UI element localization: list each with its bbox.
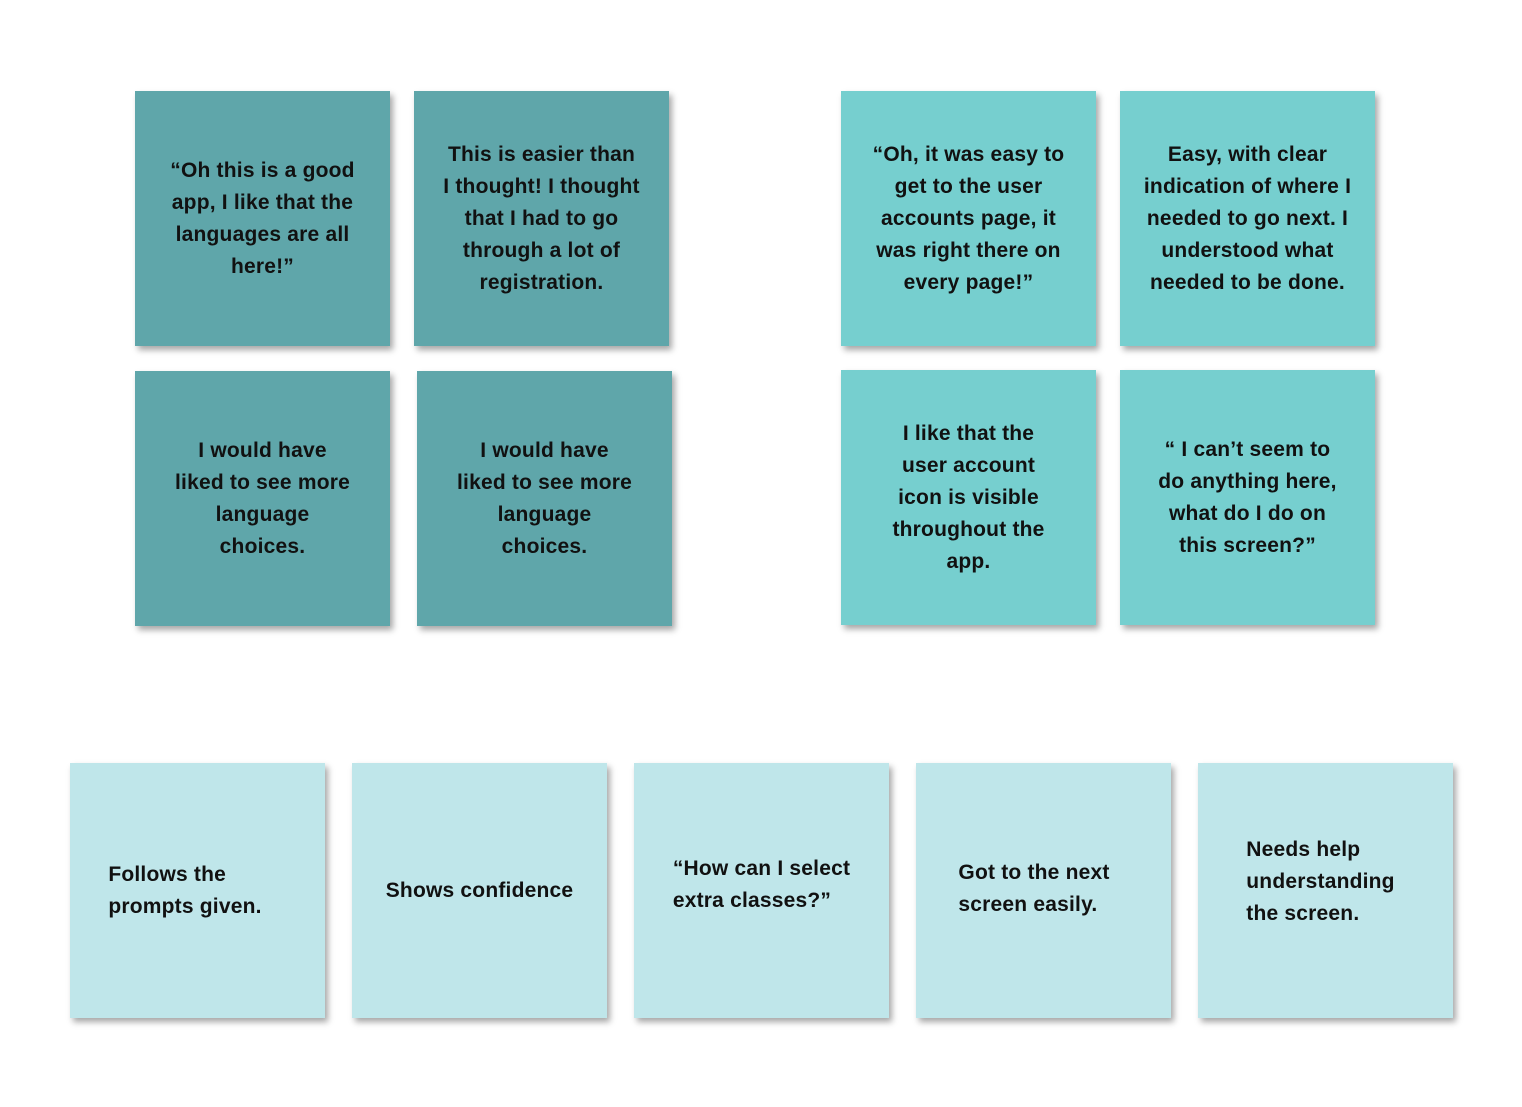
- sticky-note-2: This is easier than I thought! I thought…: [414, 91, 669, 346]
- sticky-note-13: Needs help understanding the screen.: [1198, 763, 1453, 1018]
- sticky-note-4: I would have liked to see more language …: [417, 371, 672, 626]
- note-text: Easy, with clear indication of where I n…: [1143, 142, 1352, 294]
- sticky-note-5: “Oh, it was easy to get to the user acco…: [841, 91, 1096, 346]
- note-text: Needs help understanding the screen.: [1246, 837, 1395, 925]
- note-text: I like that the user account icon is vis…: [892, 421, 1045, 573]
- sticky-note-11: “How can I select extra classes?”: [634, 763, 889, 1018]
- note-text: “ I can’t seem to do anything here, what…: [1158, 437, 1337, 557]
- sticky-note-1: “Oh this is a good app, I like that the …: [135, 91, 390, 346]
- note-text: “Oh this is a good app, I like that the …: [170, 158, 355, 278]
- sticky-note-9: Follows the prompts given.: [70, 763, 325, 1018]
- note-text: “Oh, it was easy to get to the user acco…: [872, 142, 1065, 294]
- note-text: Shows confidence: [385, 878, 574, 902]
- sticky-note-10: Shows confidence: [352, 763, 607, 1018]
- note-text: I would have liked to see more language …: [457, 438, 632, 558]
- sticky-note-7: I like that the user account icon is vis…: [841, 370, 1096, 625]
- note-text: “How can I select extra classes?”: [672, 856, 851, 912]
- note-text: This is easier than I thought! I thought…: [443, 142, 640, 294]
- sticky-note-3: I would have liked to see more language …: [135, 371, 390, 626]
- sticky-note-8: “ I can’t seem to do anything here, what…: [1120, 370, 1375, 625]
- note-text: Follows the prompts given.: [108, 862, 262, 918]
- note-text: Got to the next screen easily.: [958, 860, 1110, 916]
- sticky-note-6: Easy, with clear indication of where I n…: [1120, 91, 1375, 346]
- note-text: I would have liked to see more language …: [175, 438, 350, 558]
- sticky-note-12: Got to the next screen easily.: [916, 763, 1171, 1018]
